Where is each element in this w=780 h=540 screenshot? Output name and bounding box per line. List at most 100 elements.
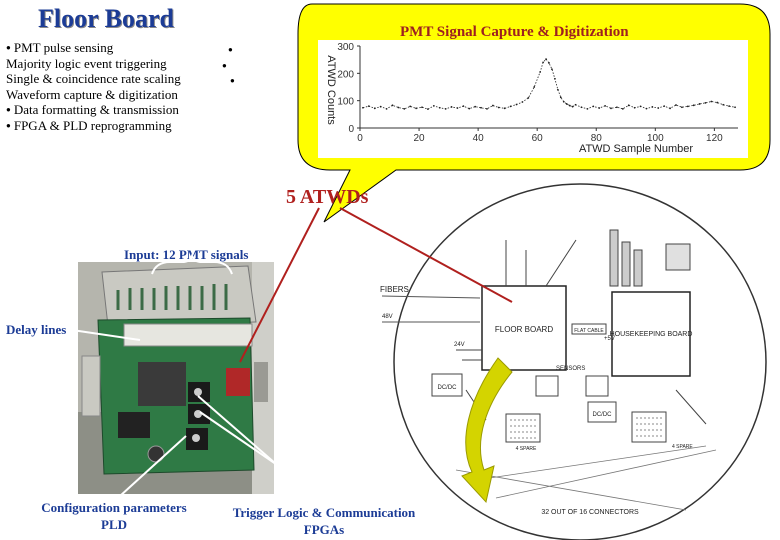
waveform-point xyxy=(491,104,494,107)
waveform-point xyxy=(571,105,574,108)
waveform-point xyxy=(362,106,364,109)
x-tick-label: 100 xyxy=(647,133,664,144)
bullet-icon: ● xyxy=(6,120,11,130)
waveform-point xyxy=(551,68,553,71)
waveform-point xyxy=(604,104,607,107)
feature-text: Majority logic event triggering xyxy=(6,55,167,71)
x-tick-label: 120 xyxy=(706,133,723,144)
waveform-point xyxy=(586,107,589,110)
feature-item: Waveform capture & digitization xyxy=(6,87,181,103)
waveform-point xyxy=(621,107,624,110)
config-label-line1: Configuration parameters xyxy=(41,500,187,515)
sensors-label: SENSORS xyxy=(556,366,585,372)
plot-ylabel: ATWD Counts xyxy=(325,55,337,125)
atwds-label: 5 ATWDs xyxy=(286,186,369,208)
config-label-line2: PLD xyxy=(101,517,127,532)
capture-title: PMT Signal Capture & Digitization xyxy=(400,24,629,40)
y-tick-label: 0 xyxy=(348,124,354,135)
waveform-point xyxy=(373,107,376,110)
waveform-point xyxy=(468,107,471,110)
floor-board-photo xyxy=(78,262,274,494)
floor-board-box-label: FLOOR BOARD xyxy=(495,325,553,334)
v5-label: +5V xyxy=(604,336,615,342)
housekeeping-board-box xyxy=(611,291,691,377)
waveform-point xyxy=(509,105,512,108)
trigger-label-line2: FPGAs xyxy=(303,522,345,537)
waveform-point xyxy=(438,106,441,109)
waveform-point xyxy=(444,107,447,110)
waveform-point xyxy=(503,107,506,110)
feature-text: Data formatting & transmission xyxy=(13,102,179,117)
bullet-icon: ● xyxy=(6,105,11,114)
waveform-point xyxy=(592,105,595,108)
delay-lines-block xyxy=(123,323,253,347)
waveform-point xyxy=(669,107,671,110)
bullet-icon: ● xyxy=(6,43,11,52)
waveform-point xyxy=(645,107,648,110)
waveform-point xyxy=(559,96,562,99)
waveform-point xyxy=(497,106,500,109)
waveform-point xyxy=(397,106,400,109)
delay-lines-label: Delay lines xyxy=(6,322,67,337)
waveform-point xyxy=(692,104,695,107)
feature-item: Majority logic event triggering xyxy=(6,56,181,72)
x-tick-label: 20 xyxy=(414,133,426,144)
waveform-point xyxy=(639,105,642,108)
waveform-point xyxy=(456,107,459,109)
x-tick-label: 80 xyxy=(591,133,603,144)
waveform-point xyxy=(574,103,577,106)
waveform-point xyxy=(409,105,412,108)
plot-background xyxy=(318,40,748,158)
waveform-point xyxy=(548,62,550,64)
x-tick-label: 60 xyxy=(532,133,544,144)
waveform-point xyxy=(462,105,465,108)
waveform-point xyxy=(616,106,618,109)
waveform-point xyxy=(562,100,565,103)
bullet-marker: ● xyxy=(228,45,233,54)
waveform-point xyxy=(545,58,547,61)
waveform-point xyxy=(734,106,736,109)
waveform-point xyxy=(657,107,660,109)
waveform-point xyxy=(710,100,713,103)
waveform-point xyxy=(391,104,394,107)
feature-text: Waveform capture & digitization xyxy=(6,86,178,102)
waveform-point xyxy=(385,107,388,110)
waveform-point xyxy=(651,106,654,108)
fibers-label: FIBERS xyxy=(380,285,409,294)
waveform-point xyxy=(716,101,719,104)
trigger-label: Trigger Logic & Communication FPGAs xyxy=(222,504,426,538)
y-tick-label: 100 xyxy=(337,97,354,108)
waveform-point xyxy=(450,106,453,108)
feature-text: PMT pulse sensing xyxy=(13,40,114,55)
module-schematic: FIBERS FLOOR BOARD HOUSEKEEPING BOARD FL… xyxy=(380,183,767,540)
x-tick-label: 40 xyxy=(473,133,485,144)
waveform-point xyxy=(427,108,429,111)
waveform-point xyxy=(633,106,636,109)
housekeeping-board-box-label: HOUSEKEEPING BOARD xyxy=(610,331,693,338)
connectors-label: 32 OUT OF 16 CONNECTORS xyxy=(541,509,639,516)
waveform-point xyxy=(728,105,731,108)
bullet-marker: ● xyxy=(230,76,235,85)
bullet-marker: ● xyxy=(222,60,227,70)
power-24v-label: 24V xyxy=(454,342,465,348)
waveform-point xyxy=(421,106,423,109)
waveform-point xyxy=(486,107,488,110)
waveform-point xyxy=(556,88,559,91)
waveform-point xyxy=(542,61,544,64)
trigger-label-line1: Trigger Logic & Communication xyxy=(232,505,416,520)
dcdc-center-label: DC/DC xyxy=(593,412,613,418)
waveform-point xyxy=(686,105,689,108)
feature-item: Single & coincidence rate scaling xyxy=(6,71,181,87)
waveform-point xyxy=(663,105,666,108)
x-tick-label: 0 xyxy=(357,133,363,144)
waveform-point xyxy=(474,105,477,108)
waveform-point xyxy=(580,106,583,109)
waveform-point xyxy=(480,106,482,109)
waveform-point xyxy=(680,106,683,109)
input-label: Input: 12 PMT signals xyxy=(124,247,249,262)
plot-series xyxy=(362,58,736,111)
feature-item: ●Data formatting & transmission xyxy=(6,102,181,118)
y-tick-label: 200 xyxy=(337,69,354,80)
